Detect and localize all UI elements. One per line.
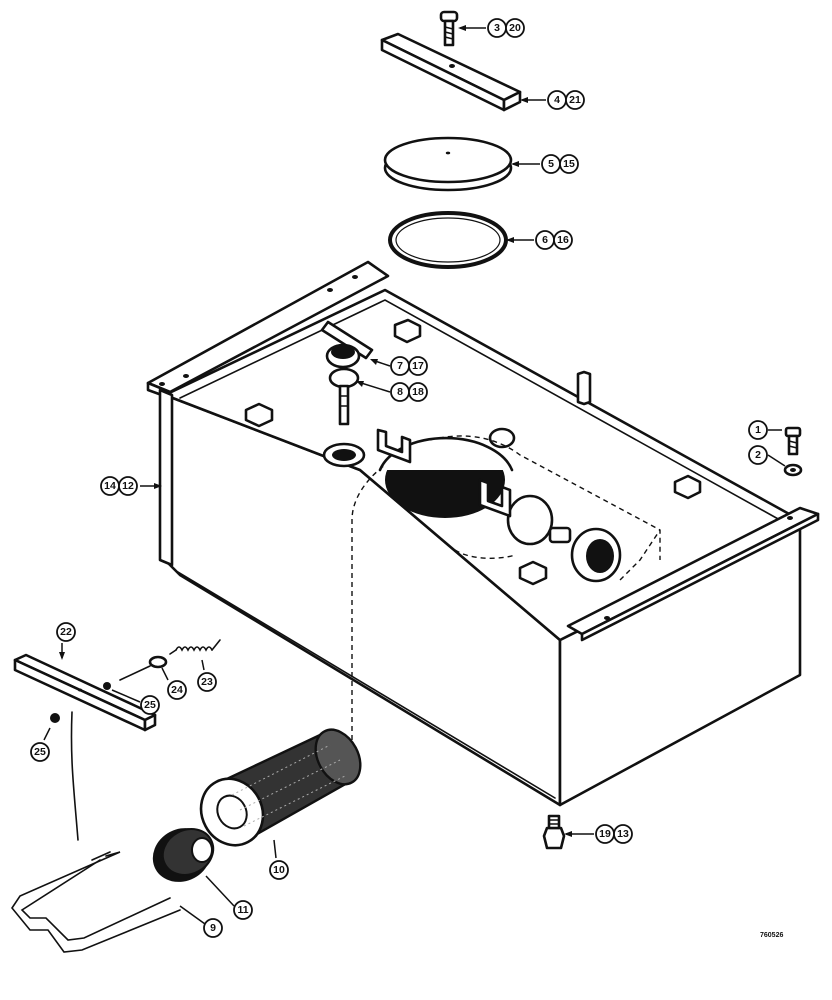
- figure-number: 760526: [760, 932, 783, 939]
- svg-text:12: 12: [122, 480, 134, 492]
- svg-text:11: 11: [237, 904, 248, 916]
- callout-20: 20: [505, 18, 525, 38]
- filter-element-10: [199, 728, 362, 847]
- callout-3: 3: [487, 18, 507, 38]
- callout-11: 11: [233, 900, 253, 920]
- callout-2: 2: [748, 445, 768, 465]
- callout-10: 10: [269, 860, 289, 880]
- svg-text:6: 6: [542, 234, 548, 246]
- svg-text:22: 22: [60, 626, 72, 638]
- bolt-3: [439, 10, 459, 47]
- callout-19: 19: [595, 824, 615, 844]
- svg-text:8: 8: [397, 386, 403, 398]
- leader-lines: [43, 25, 786, 925]
- callout-4: 4: [547, 90, 567, 110]
- svg-text:23: 23: [201, 676, 213, 688]
- end-cap-11: [152, 828, 215, 882]
- svg-text:5: 5: [548, 158, 554, 170]
- svg-text:10: 10: [273, 864, 285, 876]
- callout-13: 13: [613, 824, 633, 844]
- callout-22: 22: [56, 622, 76, 642]
- svg-text:24: 24: [171, 684, 183, 696]
- svg-text:21: 21: [569, 94, 581, 106]
- bolt-1: [784, 426, 802, 456]
- svg-text:20: 20: [509, 22, 521, 34]
- svg-text:4: 4: [554, 94, 560, 106]
- hydraulic-tank: [146, 260, 820, 807]
- callout-6: 6: [535, 230, 555, 250]
- gasket-6: [388, 211, 508, 269]
- svg-text:3: 3: [494, 22, 500, 34]
- callout-15: 15: [559, 154, 579, 174]
- bracket-22: [13, 653, 157, 732]
- nut-25-b: [50, 713, 60, 723]
- callout-8: 8: [390, 382, 410, 402]
- mounting-pad: [244, 318, 702, 586]
- cover-plate-5: [383, 136, 513, 192]
- callout-12: 12: [118, 476, 138, 496]
- callout-21: 21: [565, 90, 585, 110]
- callout-9: 9: [203, 918, 223, 938]
- spring-23: [169, 639, 221, 655]
- svg-text:2: 2: [755, 449, 761, 461]
- svg-text:14: 14: [104, 480, 116, 492]
- callout-14: 14: [100, 476, 120, 496]
- callout-18: 18: [408, 382, 428, 402]
- callout-5: 5: [541, 154, 561, 174]
- callout-7: 7: [390, 356, 410, 376]
- svg-text:25: 25: [34, 746, 46, 758]
- svg-text:16: 16: [557, 234, 569, 246]
- svg-text:9: 9: [210, 922, 216, 934]
- callout-23: 23: [197, 672, 217, 692]
- eye-bolt-24: [119, 655, 168, 681]
- callout-25-a: 25: [140, 695, 160, 715]
- strap-bar-4: [380, 32, 522, 112]
- svg-text:13: 13: [617, 828, 629, 840]
- svg-text:19: 19: [599, 828, 611, 840]
- callout-25-b: 25: [30, 742, 50, 762]
- washer-2: [783, 463, 803, 477]
- callout-24: 24: [167, 680, 187, 700]
- svg-text:15: 15: [563, 158, 575, 170]
- spring-clip-9: [11, 711, 181, 953]
- nut-25-a: [103, 682, 111, 690]
- callout-16: 16: [553, 230, 573, 250]
- svg-text:25: 25: [144, 699, 156, 711]
- drain-plug-19: [542, 814, 566, 850]
- svg-text:17: 17: [412, 360, 424, 372]
- tank-top-details: [244, 318, 702, 586]
- callout-17: 17: [408, 356, 428, 376]
- svg-text:1: 1: [755, 424, 761, 436]
- breather-cap-7: [320, 320, 374, 369]
- filter-guide-line: [351, 464, 386, 740]
- callout-1: 1: [748, 420, 768, 440]
- svg-text:7: 7: [397, 360, 403, 372]
- svg-text:18: 18: [412, 386, 424, 398]
- strainer-8: [328, 367, 360, 426]
